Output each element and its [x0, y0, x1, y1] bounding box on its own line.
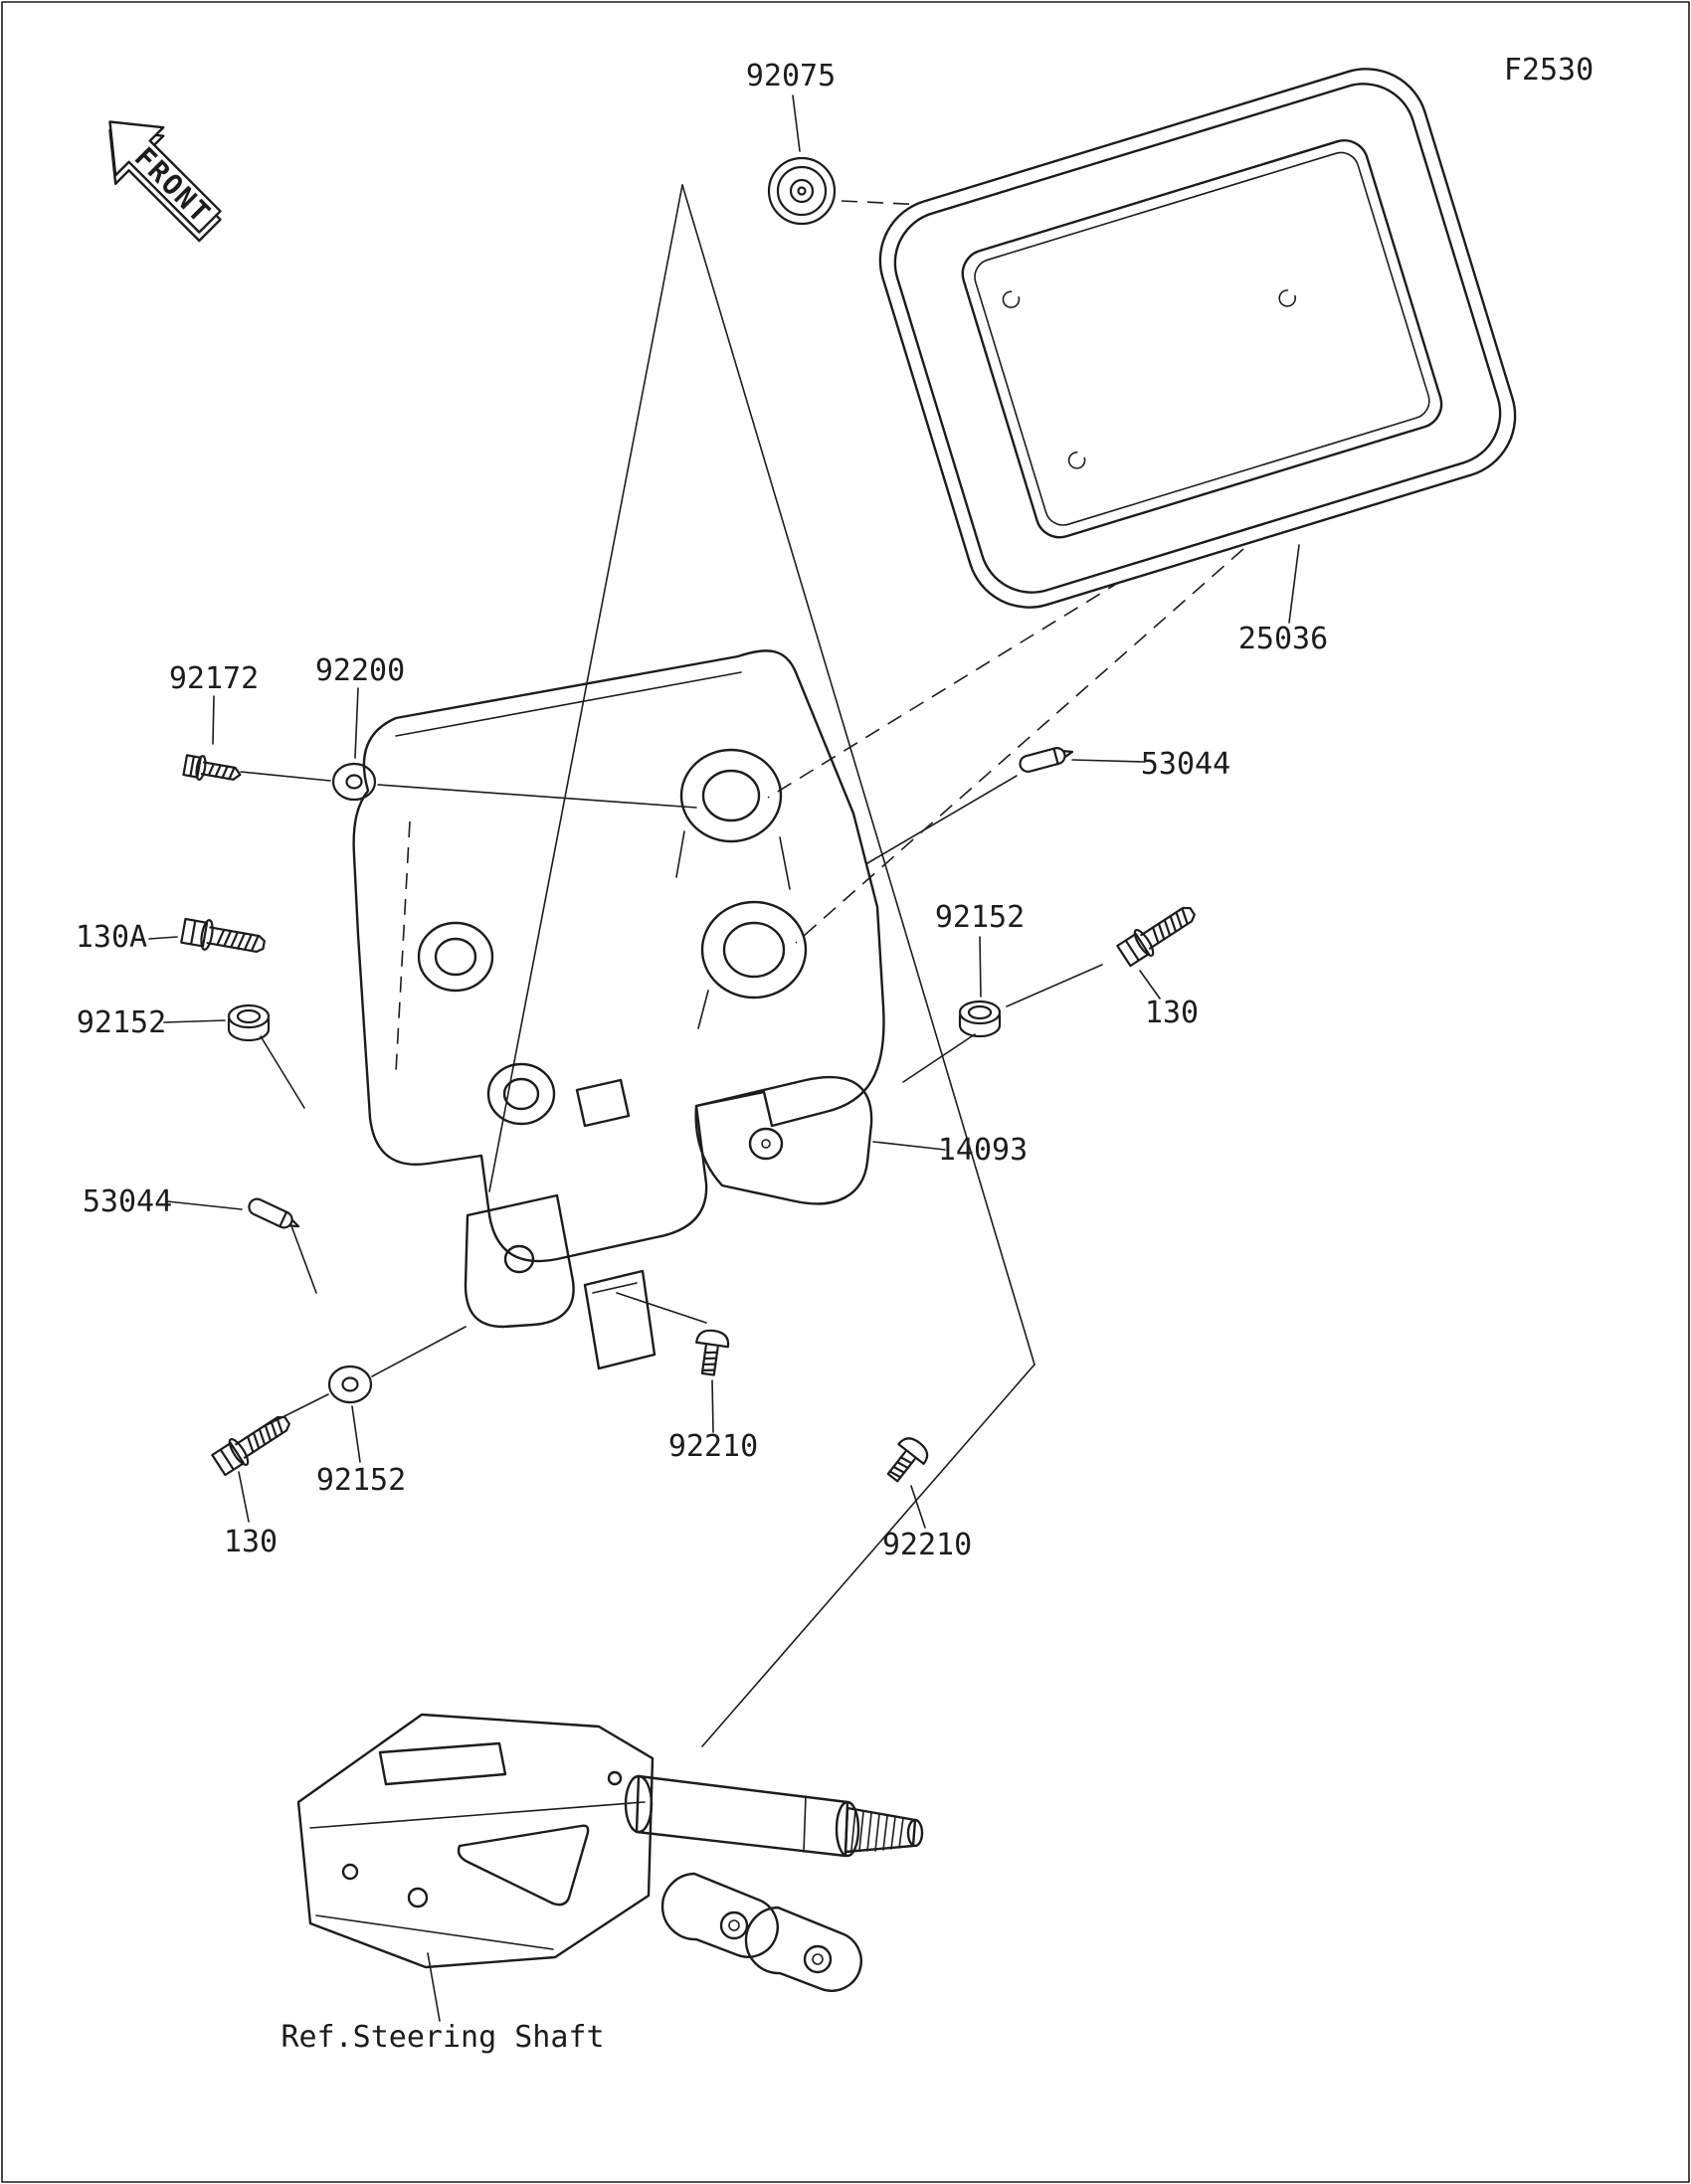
front-label: FRONT: [128, 140, 218, 230]
bolt-130a-drawing: [179, 914, 268, 961]
steering-shaft-drawing: [296, 1713, 924, 1992]
part-label-92152-right: 92152: [935, 900, 1025, 935]
part-label-92152-bottom: 92152: [316, 1463, 406, 1498]
part-label-130-right: 130: [1145, 996, 1199, 1030]
part-label-92200: 92200: [315, 653, 405, 688]
leader-lines: [148, 94, 1300, 2022]
page-code: F2530: [1504, 53, 1594, 88]
meter-unit-drawing: [878, 68, 1517, 609]
part-labels: 92075 F2530 25036 92172 92200 53044 9215…: [76, 53, 1594, 2055]
part-label-53044-left: 53044: [83, 1184, 172, 1219]
meter-cover-drawing: [352, 649, 885, 1370]
part-label-130-bottom: 130: [224, 1525, 278, 1559]
screw-92172-drawing: [182, 752, 244, 788]
part-label-92152-left: 92152: [77, 1005, 166, 1040]
screw-92210-right-drawing: [878, 1432, 934, 1489]
bolt-130-bottom-drawing: [209, 1406, 296, 1479]
part-label-92075: 92075: [746, 59, 836, 93]
part-label-92172: 92172: [169, 661, 259, 696]
part-label-25036: 25036: [1238, 622, 1328, 656]
nut-92152-left-drawing: [227, 1003, 271, 1042]
washer-92200-drawing: [331, 762, 377, 802]
screw-92210-center-drawing: [690, 1327, 731, 1378]
front-direction-marker: FRONT: [108, 120, 222, 243]
part-label-92210-right: 92210: [882, 1528, 972, 1562]
part-label-92210-center: 92210: [668, 1429, 758, 1464]
washer-92152-bottom-drawing: [327, 1365, 373, 1404]
part-label-130a: 130A: [76, 920, 147, 955]
part-label-53044-right: 53044: [1141, 747, 1230, 782]
grommet-drawing: [767, 156, 837, 226]
ref-steering-shaft-label: Ref.Steering Shaft: [281, 2020, 604, 2055]
part-label-14093: 14093: [938, 1133, 1028, 1168]
trim-pin-left-drawing: [245, 1194, 303, 1235]
nut-92152-right-drawing: [958, 1000, 1002, 1038]
bolt-130-right-drawing: [1114, 897, 1202, 970]
trim-pin-right-drawing: [1017, 743, 1076, 775]
